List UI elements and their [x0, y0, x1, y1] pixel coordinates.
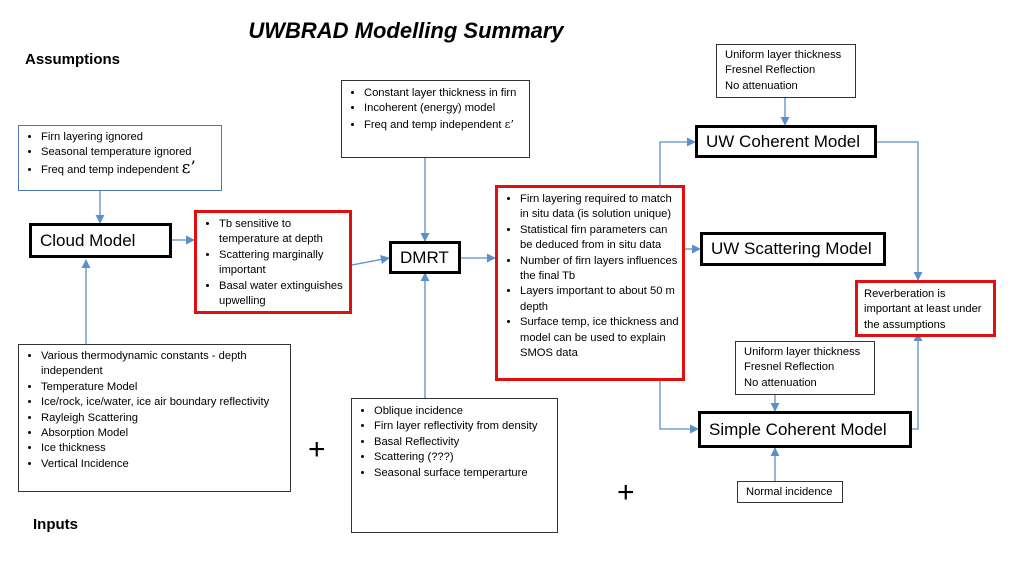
- list-item: Incoherent (energy) model: [364, 101, 529, 116]
- list-item: Basal Reflectivity: [374, 435, 557, 450]
- list-item: Vertical Incidence: [41, 457, 290, 472]
- assumption-line: Uniform layer thickness: [744, 346, 861, 358]
- list-item-label: Freq and temp independent: [364, 118, 502, 131]
- list-item: Scattering marginally important: [219, 248, 349, 279]
- assumptions-heading: Assumptions: [25, 51, 121, 68]
- assumption-line: No attenuation: [725, 79, 798, 92]
- arrow-results-to-uw-coherent: [659, 137, 696, 185]
- list-item: Absorption Model: [41, 426, 290, 441]
- list-item: Firn layering ignored: [41, 130, 221, 145]
- arrow-results-to-dmrt: [351, 255, 390, 266]
- list-item: Number of firn layers influences the fin…: [520, 254, 682, 285]
- assumption-line: Uniform layer thickness: [725, 49, 842, 61]
- list-item: Layers important to about 50 m depth: [520, 284, 682, 315]
- list-item: Seasonal temperature ignored: [41, 145, 221, 160]
- epsilon-symbol: ε’: [181, 157, 196, 178]
- list-item: Scattering (???): [374, 450, 557, 465]
- cloud-inputs-box: Various thermodynamic constants - depth …: [18, 344, 291, 492]
- plus-sign: +: [617, 476, 635, 509]
- list-item: Freq and temp independent ε’: [41, 157, 221, 178]
- simple-coherent-assumptions-box: Uniform layer thickness Fresnel Reflecti…: [735, 341, 875, 395]
- dmrt-box: DMRT: [389, 241, 461, 274]
- normal-incidence-box: Normal incidence: [737, 481, 843, 503]
- cloud-model-box: Cloud Model: [29, 223, 172, 258]
- dmrt-results-box: Firn layering required to match in situ …: [495, 185, 685, 381]
- epsilon-symbol: ε’: [504, 117, 514, 131]
- arrow-results-to-simple-coherent: [659, 381, 699, 434]
- cloud-assumptions-box: Firn layering ignored Seasonal temperatu…: [18, 125, 222, 191]
- arrow-uw-coherent-to-reverberation: [877, 141, 923, 281]
- plus-sign: +: [308, 433, 326, 466]
- list-item: Ice/rock, ice/water, ice air boundary re…: [41, 395, 290, 410]
- list-item: Constant layer thickness in firn: [364, 86, 529, 101]
- uw-coherent-model-box: UW Coherent Model: [695, 125, 877, 158]
- list-item: Ice thickness: [41, 441, 290, 456]
- list-item: Surface temp, ice thickness and model ca…: [520, 315, 682, 361]
- arrow-simple-coherent-to-reverberation: [912, 332, 923, 430]
- uw-coherent-assumptions-box: Uniform layer thickness Fresnel Reflecti…: [716, 44, 856, 98]
- uw-scattering-model-box: UW Scattering Model: [700, 232, 886, 266]
- diagram-title: UWBRAD Modelling Summary: [248, 18, 564, 43]
- assumption-line: Fresnel Reflection: [744, 361, 835, 374]
- inputs-heading: Inputs: [33, 516, 78, 533]
- list-item: Firn layering required to match in situ …: [520, 192, 682, 223]
- list-item: Freq and temp independent ε’: [364, 117, 529, 133]
- list-item: Firn layer reflectivity from density: [374, 419, 557, 434]
- dmrt-inputs-box: Oblique incidence Firn layer reflectivit…: [351, 398, 558, 533]
- list-item: Temperature Model: [41, 380, 290, 395]
- assumption-line: No attenuation: [744, 376, 817, 389]
- list-item: Various thermodynamic constants - depth …: [41, 349, 290, 380]
- simple-coherent-model-box: Simple Coherent Model: [698, 411, 912, 448]
- cloud-results-box: Tb sensitive to temperature at depth Sca…: [194, 210, 352, 314]
- reverberation-box: Reverberation is important at least unde…: [855, 280, 996, 337]
- list-item: Statistical firn parameters can be deduc…: [520, 223, 682, 254]
- list-item-label: Freq and temp independent: [41, 163, 179, 176]
- list-item: Tb sensitive to temperature at depth: [219, 217, 349, 248]
- list-item: Basal water extinguishes upwelling: [219, 279, 349, 310]
- list-item: Oblique incidence: [374, 404, 557, 419]
- list-item: Seasonal surface temperarture: [374, 466, 557, 481]
- assumption-line: Fresnel Reflection: [725, 64, 816, 77]
- list-item: Rayleigh Scattering: [41, 411, 290, 426]
- dmrt-assumptions-box: Constant layer thickness in firn Incoher…: [341, 80, 530, 158]
